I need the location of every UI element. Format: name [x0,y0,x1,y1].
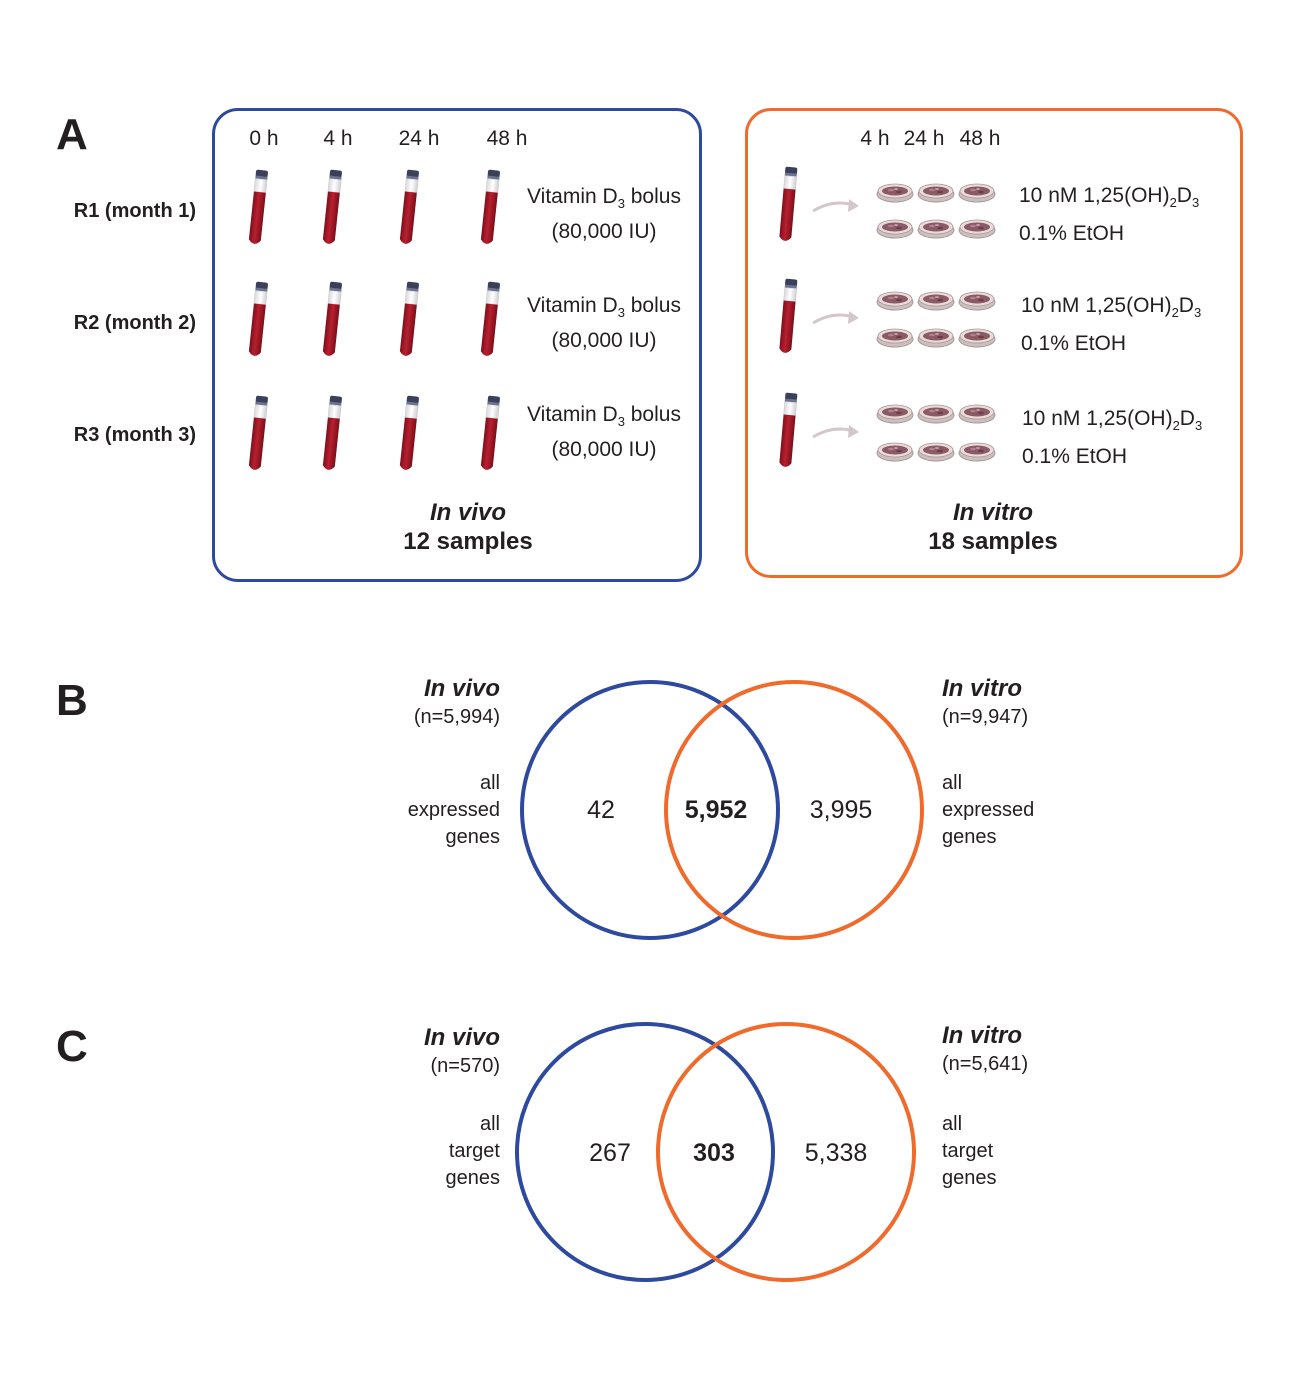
b-left-title: In vivo [423,675,500,702]
row-label-r1: R1 (month 1) [73,200,196,222]
row-label-r2: R2 (month 2) [73,312,196,334]
b-only-right-count: 3,995 [809,796,873,824]
treatment-label-r3: Vitamin D3 bolus (80,000 IU) [527,403,681,462]
treatment-label-r2: Vitamin D3 bolus (80,000 IU) [527,294,681,353]
venn-c-left-circle [515,1022,775,1282]
b-overlap-count: 5,952 [684,796,748,824]
b-right-title: In vitro [942,675,1023,702]
in-vivo-title: In vivo [429,499,507,526]
venn-b-left-circle [520,680,780,940]
in-vitro-samples: 18 samples [928,528,1058,555]
panel-letter-a: A [56,110,88,159]
venn-b-right-circle [664,680,924,940]
c-right-title: In vitro [942,1022,1023,1049]
in-vitro-footer: In vitro 18 samples [843,498,1143,556]
c-overlap-count: 303 [693,1139,735,1167]
b-only-left-count: 42 [587,796,615,824]
b-right-n: (n=9,947) [942,706,1029,728]
c-only-left-count: 267 [589,1139,631,1167]
in-vivo-box [212,108,702,582]
vitro-treatment-r2: 10 nM 1,25(OH)2D3 0.1% EtOH [1021,294,1202,356]
c-left-title: In vivo [423,1024,500,1051]
treatment-label-r1: Vitamin D3 bolus (80,000 IU) [527,185,681,244]
b-left-n: (n=5,994) [413,706,500,728]
vitro-time-label-4h: 4 h [860,127,890,150]
c-only-right-count: 5,338 [804,1139,868,1167]
c-right-n: (n=5,641) [942,1053,1029,1075]
vitro-treatment-r1: 10 nM 1,25(OH)2D3 0.1% EtOH [1019,184,1200,246]
vitro-time-label-48h: 48 h [959,127,1001,150]
vitro-time-label-24h: 24 h [903,127,945,150]
time-label-0h: 0 h [249,127,279,150]
panel-letter-b: B [56,676,88,725]
in-vitro-box [745,108,1243,578]
venn-c-right-circle [656,1022,916,1282]
time-label-24h: 24 h [398,127,440,150]
time-label-48h: 48 h [486,127,528,150]
vitro-treatment-r3: 10 nM 1,25(OH)2D3 0.1% EtOH [1022,407,1203,469]
c-left-n: (n=570) [430,1055,501,1077]
time-label-4h: 4 h [323,127,353,150]
in-vitro-title: In vitro [952,499,1033,526]
panel-letter-c: C [56,1022,88,1071]
in-vivo-samples: 12 samples [403,528,533,555]
in-vivo-footer: In vivo 12 samples [318,498,618,556]
row-label-r3: R3 (month 3) [73,424,196,446]
